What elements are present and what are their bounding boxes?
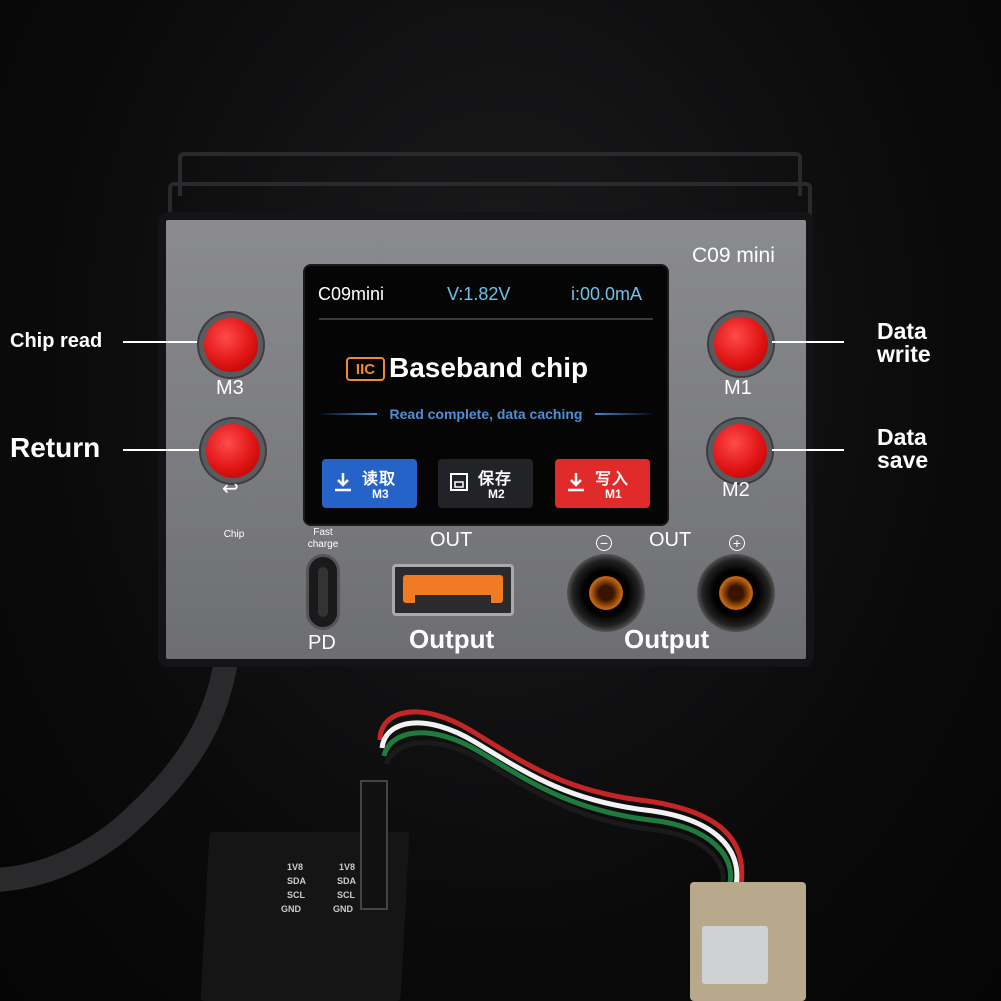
screen-save-button: 保存 M2: [438, 459, 533, 508]
chip-read-leader: [123, 341, 197, 343]
m1-button[interactable]: [714, 317, 768, 371]
screen-write-button: 写入 M1: [555, 459, 650, 508]
screen-current: i:00.0mA: [571, 284, 643, 304]
pin-left-1v8: 1V8: [287, 862, 304, 872]
download-icon: [335, 473, 351, 492]
status-text: Read complete, data caching: [389, 406, 583, 422]
data-write-line-2: write: [877, 341, 931, 367]
plus-icon: +: [729, 535, 745, 551]
pin-left-gnd: GND: [281, 904, 301, 914]
dc-out-label: OUT: [649, 529, 692, 551]
screen-voltage: V:1.82V: [447, 284, 511, 304]
device-rail-back: [178, 152, 802, 196]
model-label: C09 mini: [692, 244, 775, 267]
baseband-chip-module: [690, 882, 806, 1001]
screen-device-name: C09mini: [318, 284, 385, 304]
return-icon: ↩: [222, 478, 239, 500]
data-save-label: Data save: [877, 426, 928, 472]
save-key: M2: [488, 487, 505, 501]
m3-caption: M3: [216, 377, 244, 399]
usb-a-output-port: [392, 564, 514, 616]
dc-output-label: Output: [624, 624, 710, 654]
fast-charge-label: Fast charge: [300, 527, 346, 551]
chip-port-label: Chip: [223, 529, 245, 540]
screen-read-button: 读取 M3: [322, 459, 417, 508]
download-icon: [568, 473, 584, 492]
pin-right-gnd: GND: [333, 904, 353, 914]
negative-output-jack: [567, 554, 645, 632]
data-save-leader: [772, 449, 844, 451]
fast-charge-line-1: Fast: [313, 527, 333, 538]
return-button[interactable]: [206, 424, 260, 478]
data-save-line-2: save: [877, 447, 929, 473]
m2-caption: M2: [722, 479, 750, 501]
positive-output-jack: [697, 554, 775, 632]
chip-read-label: Chip read: [10, 330, 103, 352]
write-label: 写入: [595, 471, 630, 488]
chip-title: Baseband chip: [389, 352, 589, 383]
pin-header: [360, 780, 388, 910]
screen-divider: [319, 318, 653, 320]
minus-icon: −: [596, 535, 612, 551]
return-leader: [123, 449, 199, 451]
pin-right-sda: SDA: [337, 876, 357, 886]
usb-output-label: Output: [409, 624, 495, 654]
data-write-leader: [772, 341, 844, 343]
save-icon: [450, 473, 468, 491]
pd-label: PD: [308, 632, 336, 654]
m1-caption: M1: [724, 377, 752, 399]
save-label: 保存: [478, 471, 513, 488]
data-write-line-1: Data: [877, 318, 927, 344]
pin-left-scl: SCL: [287, 890, 305, 900]
read-key: M3: [372, 487, 389, 501]
pd-usb-c-port: [306, 554, 340, 630]
usb-out-label: OUT: [430, 529, 473, 551]
return-label: Return: [10, 432, 101, 463]
pin-left-sda: SDA: [287, 876, 307, 886]
write-key: M1: [605, 487, 622, 501]
m3-button[interactable]: [204, 318, 258, 372]
fast-charge-line-2: charge: [307, 539, 339, 550]
status-glow-left: [317, 413, 377, 415]
data-save-line-1: Data: [877, 424, 927, 450]
pin-right-1v8: 1V8: [339, 862, 356, 872]
m2-button[interactable]: [713, 424, 767, 478]
lcd-screen: C09mini V:1.82V i:00.0mA IIC Baseband ch…: [305, 266, 667, 524]
data-write-label: Data write: [877, 320, 931, 366]
device-rail-middle: [168, 182, 812, 226]
read-label: 读取: [362, 471, 397, 488]
pin-right-scl: SCL: [337, 890, 355, 900]
protocol-badge: IIC: [346, 357, 385, 381]
